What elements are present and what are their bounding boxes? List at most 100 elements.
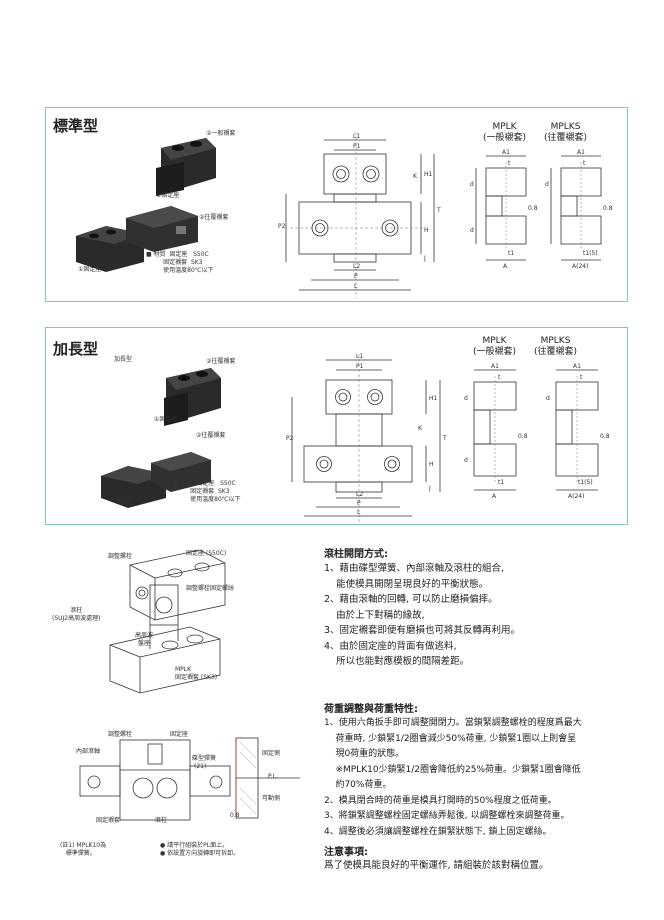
- dim-P: P: [357, 500, 361, 507]
- dim-A24: A(24): [572, 263, 588, 270]
- list-item: 由於上下對稱的緣故,: [324, 609, 425, 621]
- panel-subtitle: 加長型: [114, 356, 133, 363]
- section-diagram: [79, 737, 300, 821]
- label-retract-bushing: ②往覆襯套: [196, 432, 226, 439]
- list-item: 約70%荷重。: [324, 780, 392, 790]
- list-item: 4、調整後必須讓調整螺栓在鎖緊狀態下, 鎖上固定螺絲。: [324, 826, 552, 837]
- footnote-right: ● 請平行組裝於PL面上。 ● 依設置方向旋轉即可拆卸。: [160, 842, 240, 857]
- standard-type-panel: 標準型 ②一般襯套 ①固定座 ②往覆襯套 ①固定座 ■ 材質 固定座 S50C …: [45, 107, 628, 302]
- label-bushing: ②往覆襯套: [206, 358, 236, 365]
- list-item: 2、藉由滾軸的回轉, 可以防止磨損偏摔。: [324, 594, 498, 605]
- dim-t1-5: t1(5): [583, 250, 598, 257]
- dim-08b: 0.8: [603, 205, 613, 212]
- dim-H: H: [429, 461, 434, 468]
- dim-A24: A(24): [568, 493, 584, 500]
- dim-L2: L2: [356, 491, 363, 498]
- list-item: 能使模具開閉呈現良好的平衡狀態。: [324, 578, 489, 590]
- sec-label-movable-side: 可動側: [262, 795, 281, 802]
- extended-type-panel: 加長型 加長型 ②往覆襯套 ①固定座 ②往覆襯套 ①固定座 ■ 材質 固定座 S…: [45, 327, 628, 525]
- dim-P1: P1: [356, 363, 364, 370]
- dim-A1: A1: [502, 149, 510, 156]
- roller-open-title: 滾柱開閉方式:: [324, 549, 388, 560]
- sec-label-roller: 滾柱: [155, 817, 168, 824]
- dim-db: d: [545, 181, 549, 188]
- list-item: 爲了使模具能良好的平衡運作, 請組裝於該對稱位置。: [324, 860, 549, 871]
- dim-A1b: A1: [573, 363, 581, 370]
- dim-P: P: [354, 273, 358, 280]
- dim-L2: L2: [353, 263, 360, 270]
- panel-title: 加長型: [53, 340, 99, 358]
- iso-label-bushing: MPLK 固定襯套 (SK3): [175, 666, 218, 681]
- iso-label-fixed-seat: 固定座 (S50C): [186, 550, 227, 557]
- dim-08b: 0.8: [600, 433, 610, 440]
- extended-product-photo: [101, 368, 221, 508]
- dim-t1: t1: [498, 479, 504, 486]
- dim-H1: H1: [424, 171, 433, 178]
- dim-t1: t1: [508, 250, 514, 257]
- sec-label-bushing: 固定襯套: [96, 817, 121, 824]
- dim-H1: H1: [429, 395, 438, 402]
- sec-label-spring-note: (21): [194, 763, 207, 770]
- sec-label-fixed-side: 固定側: [262, 750, 281, 757]
- dim-d: d: [464, 395, 468, 402]
- dim-t1-5: t1(5): [578, 479, 593, 486]
- dim-H: H: [424, 227, 429, 234]
- label-fixed-seat-b: ①固定座: [78, 266, 102, 273]
- dim-L: L: [354, 283, 358, 290]
- roller-open-list: 1、藉由碟型彈簧、內部滾軸及滾柱的組合, 能使模具開閉呈現良好的平衡狀態。 2、…: [324, 561, 520, 670]
- dim-d: d: [470, 181, 474, 188]
- sec-label-spring: 碟型彈簧: [192, 755, 217, 762]
- label-fixed-seat-a: ①固定座: [154, 416, 178, 423]
- notes-list: 爲了使模具能良好的平衡運作, 請組裝於該對稱位置。: [324, 858, 549, 874]
- dim-P2: P2: [278, 223, 286, 230]
- sec-label-08: 0.8: [230, 812, 240, 819]
- dim-J: J: [428, 485, 431, 492]
- sec-label-pl: P.L.: [268, 773, 278, 780]
- iso-label-adjust-screw: 調整螺栓: [108, 553, 133, 560]
- dim-A: A: [492, 493, 497, 500]
- sec-label-inner-shaft: 內部滾軸: [76, 748, 101, 755]
- dim-t: t: [498, 374, 501, 381]
- label-bushing: ②一般襯套: [206, 130, 236, 137]
- dim-tb: t: [580, 374, 583, 381]
- dim-08: 0.8: [518, 433, 528, 440]
- list-item: ※MPLK10少鎖緊1/2圈會降低約25%荷重。少鎖緊1圈會降低: [324, 764, 581, 775]
- list-item: 2、模具閉合時的荷重是模具打開時的50%程度之低荷重。: [324, 795, 557, 806]
- label-fixed-seat-b: ①固定座: [110, 496, 134, 503]
- load-adjust-list: 1、使用六角扳手即可調整開閉力。當鎖緊調整螺栓的程度爲最大 荷重時, 少鎖緊1/…: [324, 716, 582, 840]
- list-item: 4、由於固定座的背面有做逃料,: [324, 640, 457, 652]
- dim-A: A: [503, 263, 508, 270]
- list-item: 1、藉由碟型彈簧、內部滾軸及滾柱的組合,: [324, 563, 505, 574]
- mplk-section-drawing: A1 t d 0.8 d t1 A A1 t d 0.8 t1(5) A(24): [470, 149, 613, 270]
- mplks-header: MPLKS (往覆襯套): [534, 336, 578, 358]
- list-item: 現0荷重的狀態。: [324, 749, 405, 759]
- dim-d2: d: [464, 457, 468, 464]
- footnote-left: (註1) MPLK10為 標準彈簧。: [60, 842, 107, 857]
- mplk-section-drawing: A1 t d 0.8 d t1 A A1 t d 0.8 t1(5) A(24): [464, 363, 610, 500]
- dim-db: d: [546, 395, 550, 402]
- iso-assembly-diagram: [109, 549, 226, 694]
- dim-L: L: [357, 509, 361, 516]
- dim-P1: P1: [353, 143, 361, 150]
- standard-product-photo: [76, 138, 216, 272]
- dim-T: T: [442, 435, 447, 442]
- iso-label-roller: 滾柱 (SUJ2高周波處理): [52, 607, 101, 622]
- notes-title: 注意事項:: [324, 847, 368, 858]
- dim-L1: L1: [353, 133, 360, 140]
- sec-label-fixed-seat: 固定座: [170, 731, 189, 738]
- material-note: ■ 材質 固定座 S50C 固定襯套 SK3 使用溫度80℃以下: [146, 251, 214, 274]
- sec-label-adjust-screw: 調整螺栓: [108, 731, 133, 738]
- iso-label-spring-plate: 高周波 盤座: [135, 632, 154, 647]
- list-item: 1、使用六角扳手即可調整開閉力。當鎖緊調整螺栓的程度爲最大: [324, 718, 582, 728]
- dim-J: J: [423, 255, 426, 262]
- label-retract-bushing: ②往覆襯套: [199, 214, 229, 221]
- list-item: 3、將鎖緊調整螺栓固定螺絲弄鬆後, 以調整螺栓來調整荷重。: [324, 811, 570, 821]
- dim-08: 0.8: [528, 205, 538, 212]
- dim-K: K: [418, 425, 423, 432]
- dim-A1b: A1: [577, 149, 585, 156]
- material-note: ■ 材質 固定座 S50C 固定襯套 SK3 使用溫度80℃以下: [173, 480, 241, 503]
- list-item: 3、固定襯套即便有磨損也可將其反轉再利用。: [324, 625, 521, 636]
- dim-A1: A1: [491, 363, 499, 370]
- standard-dimension-drawing: L1 P1 L2 P L P2 K H1 H T J: [278, 132, 441, 298]
- mplks-header: MPLKS (往覆襯套): [544, 122, 588, 144]
